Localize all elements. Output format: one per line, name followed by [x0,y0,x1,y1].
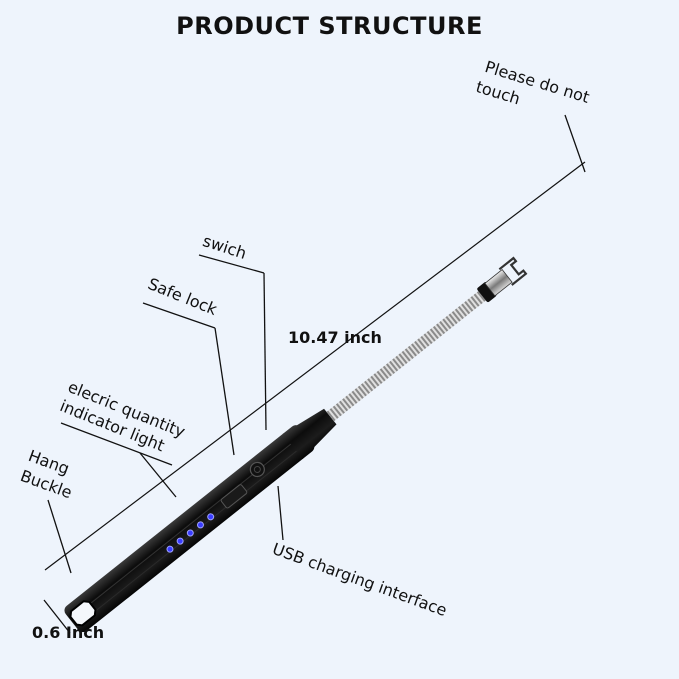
length-dimension-tick [564,114,586,173]
switch-leader-top [198,254,265,274]
width-dimension-label: 0.6 Inch [32,623,105,642]
indicator-led [196,521,204,529]
head-cylinder [484,269,513,297]
switch-leader [263,272,267,431]
page-title: PRODUCT STRUCTURE [176,12,483,40]
lighter [64,256,528,633]
safe-lock-leader [214,327,235,456]
switch-button [249,461,265,478]
hang-buckle [69,600,97,627]
lighter-body [64,425,315,633]
indicator-lights [166,513,215,553]
length-dimension-line [44,161,586,571]
arc-electrodes [498,256,528,286]
indicator-leader [139,452,177,498]
indicator-led [176,537,184,545]
safe-lock-leader-top [142,302,216,329]
indicator-led [166,545,174,553]
width-dimension-line [43,599,71,634]
indicator-leader-top [60,422,173,466]
indicator-led [186,529,194,537]
flexible-neck [326,289,488,422]
usb-leader [277,485,284,541]
hang-buckle-leader [47,499,72,574]
safe-lock-slider [220,484,248,509]
indicator-led [207,513,215,521]
length-dimension-label: 10.47 inch [288,328,382,347]
lighter-collar [282,408,337,459]
head-collar [477,282,497,303]
